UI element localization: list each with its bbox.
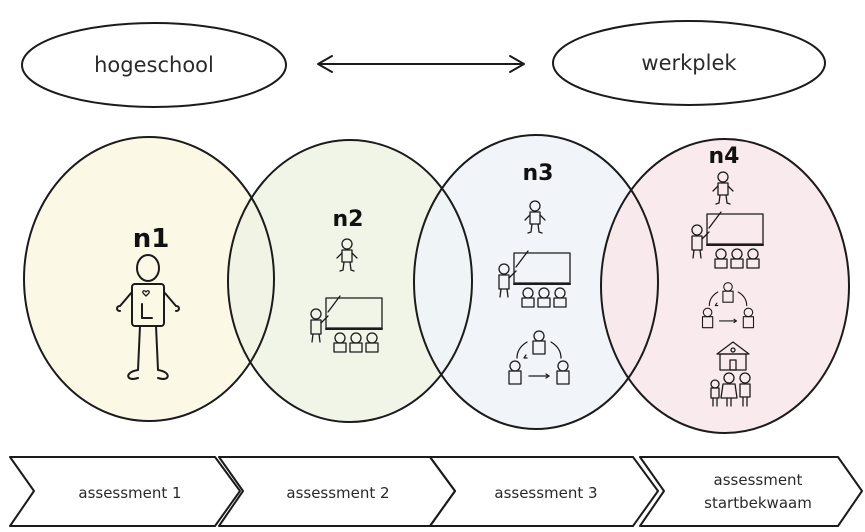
level-label-n2: n2 xyxy=(333,207,364,232)
level-circle-n1 xyxy=(24,137,274,421)
level-label-n1: n1 xyxy=(133,224,170,254)
assessment-4-label-line1: assessment xyxy=(714,471,803,489)
assessment-step-1: assessment 1 xyxy=(9,456,241,527)
level-label-n3: n3 xyxy=(523,161,554,186)
hogeschool-oval xyxy=(21,22,287,108)
level-circle-n2 xyxy=(228,140,472,422)
assessment-4-label-line2: startbekwaam xyxy=(704,494,812,512)
hogeschool-label: hogeschool xyxy=(94,53,214,77)
assessment-step-4: assessment startbekwaam xyxy=(639,456,863,527)
level-circle-n4 xyxy=(601,139,849,433)
assessment-1-label: assessment 1 xyxy=(78,484,181,502)
level-circles xyxy=(23,134,850,434)
assessment-step-2: assessment 2 xyxy=(218,456,456,527)
level-label-n4: n4 xyxy=(709,144,740,169)
werkplek-oval xyxy=(552,20,826,106)
level-circle-n3 xyxy=(414,135,658,429)
werkplek-label: werkplek xyxy=(641,51,737,75)
assessment-step-3: assessment 3 xyxy=(429,456,659,527)
assessment-2-label: assessment 2 xyxy=(286,484,389,502)
double-arrow-icon xyxy=(317,55,525,73)
learner-figure-icon xyxy=(116,254,180,380)
assessment-3-label: assessment 3 xyxy=(494,484,597,502)
